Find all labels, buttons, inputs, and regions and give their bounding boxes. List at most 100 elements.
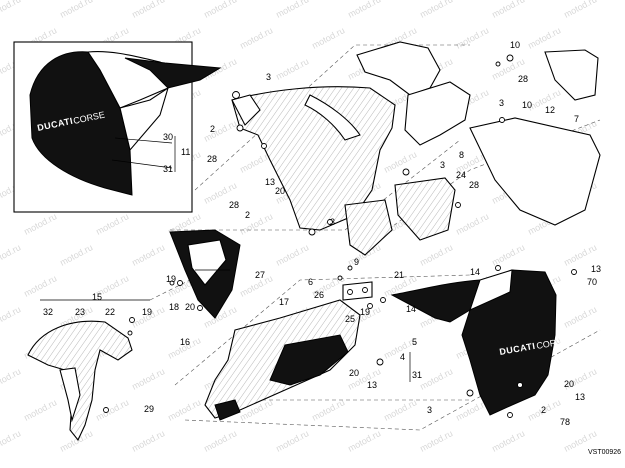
callout-28-right: 28 — [469, 180, 479, 190]
callout-15: 15 — [92, 292, 102, 302]
watermark-text: motod.ru — [0, 428, 22, 454]
callout-25: 25 — [345, 314, 355, 324]
left-side-panel — [169, 229, 241, 319]
callout-20-left: 20 — [185, 302, 195, 312]
callout-2-upper: 2 — [210, 124, 215, 134]
callout-13-a: 13 — [265, 177, 275, 187]
watermark-text: motod.ru — [274, 56, 310, 82]
callout-2-mid: 2 — [245, 210, 250, 220]
watermark-text: motod.ru — [0, 242, 22, 268]
callout-31-inset: 31 — [163, 164, 173, 174]
callout-14-mid: 14 — [406, 304, 416, 314]
callout-22: 22 — [105, 307, 115, 317]
callout-2-low: 2 — [541, 405, 546, 415]
callout-20-right: 20 — [564, 379, 574, 389]
watermark-text: motod.ru — [418, 428, 454, 454]
callout-12: 12 — [545, 105, 555, 115]
tail-undertray — [231, 86, 396, 231]
watermark-text: motod.ru — [418, 242, 454, 268]
watermark-text: motod.ru — [0, 304, 22, 330]
callout-20-bottom: 20 — [349, 368, 359, 378]
tail-frame-assembly — [231, 86, 396, 256]
watermark-text: motod.ru — [166, 397, 202, 423]
watermark-text: motod.ru — [238, 211, 274, 237]
side-fairing-stripe — [390, 279, 502, 323]
watermark-text: motod.ru — [130, 0, 166, 20]
callout-26: 26 — [314, 290, 324, 300]
watermark-text: motod.ru — [346, 0, 382, 20]
side-fairing-main — [461, 269, 557, 416]
callout-3-mid: 3 — [330, 217, 335, 227]
callout-3-upperright: 3 — [499, 98, 504, 108]
callout-32: 32 — [43, 307, 53, 317]
diagram-reference-code: VST00926 — [588, 449, 621, 456]
callout-23: 23 — [75, 307, 85, 317]
callout-78: 78 — [560, 417, 570, 427]
number-plate-bracket — [544, 49, 599, 101]
watermark-text: motod.ru — [94, 211, 130, 237]
callout-17: 17 — [279, 297, 289, 307]
watermark-text: motod.ru — [0, 366, 22, 392]
watermark-text: motod.ru — [418, 366, 454, 392]
callout-16: 16 — [180, 337, 190, 347]
callout-19-mid: 19 — [360, 307, 370, 317]
watermark-text: motod.ru — [274, 0, 310, 20]
watermark-text: motod.ru — [454, 25, 490, 51]
watermark-text: motod.ru — [202, 428, 238, 454]
callout-14-top: 14 — [470, 267, 480, 277]
callout-28-top: 28 — [518, 74, 528, 84]
front-fender-shell — [27, 320, 133, 442]
belly-pan-dark-insert — [269, 334, 349, 386]
callout-30-inset: 30 — [163, 132, 173, 142]
callout-6: 6 — [308, 277, 313, 287]
watermark-text: motod.ru — [490, 0, 526, 20]
side-panel-right — [469, 117, 601, 226]
callout-5: 5 — [412, 337, 417, 347]
callout-13-right: 13 — [591, 264, 601, 274]
watermark-text: motod.ru — [202, 118, 238, 144]
watermark-text: motod.ru — [382, 149, 418, 175]
callout-11: 11 — [181, 147, 190, 157]
side-bracket-right — [394, 177, 456, 241]
callout-31-side: 31 — [412, 370, 422, 380]
watermark-text: motod.ru — [274, 242, 310, 268]
watermark-text: motod.ru — [22, 273, 58, 299]
right-side-fairing: DUCATI CORSE — [390, 265, 577, 418]
watermark-text: motod.ru — [202, 0, 238, 20]
watermark-text: motod.ru — [454, 211, 490, 237]
watermark-text: motod.ru — [562, 304, 598, 330]
tail-light-bracket — [356, 41, 441, 96]
watermark-text: motod.ru — [382, 397, 418, 423]
watermark-text: motod.ru — [238, 25, 274, 51]
callout-10-mid: 10 — [522, 100, 532, 110]
watermark-text: motod.ru — [22, 211, 58, 237]
callout-19-fender: 19 — [142, 307, 152, 317]
callout-19-left: 19 — [166, 274, 176, 284]
inset-detail-box: DUCATI CORSE — [13, 41, 222, 213]
inset-tail-side — [119, 86, 169, 152]
callout-28-upper: 28 — [207, 154, 217, 164]
watermark-text: motod.ru — [22, 397, 58, 423]
callout-18: 18 — [169, 302, 179, 312]
belly-pan — [204, 299, 361, 421]
watermark-text: motod.ru — [526, 25, 562, 51]
watermark-text: motod.ru — [130, 428, 166, 454]
watermark-text: motod.ru — [130, 366, 166, 392]
watermark-text: motod.ru — [310, 25, 346, 51]
watermark-text: motod.ru — [130, 242, 166, 268]
callout-13-lowright: 13 — [575, 392, 585, 402]
mount-plate — [342, 281, 373, 301]
watermark-text: motod.ru — [94, 397, 130, 423]
callout-3-top: 3 — [266, 72, 271, 82]
tail-bracket — [344, 199, 393, 256]
watermark-text: motod.ru — [490, 242, 526, 268]
callout-70: 70 — [587, 277, 597, 287]
right-upper-brackets — [356, 41, 601, 241]
callout-7: 7 — [574, 114, 579, 124]
inset-tail-stripe — [124, 57, 222, 89]
watermark-text: motod.ru — [418, 0, 454, 20]
front-fender — [27, 299, 150, 442]
watermark-text: motod.ru — [58, 0, 94, 20]
